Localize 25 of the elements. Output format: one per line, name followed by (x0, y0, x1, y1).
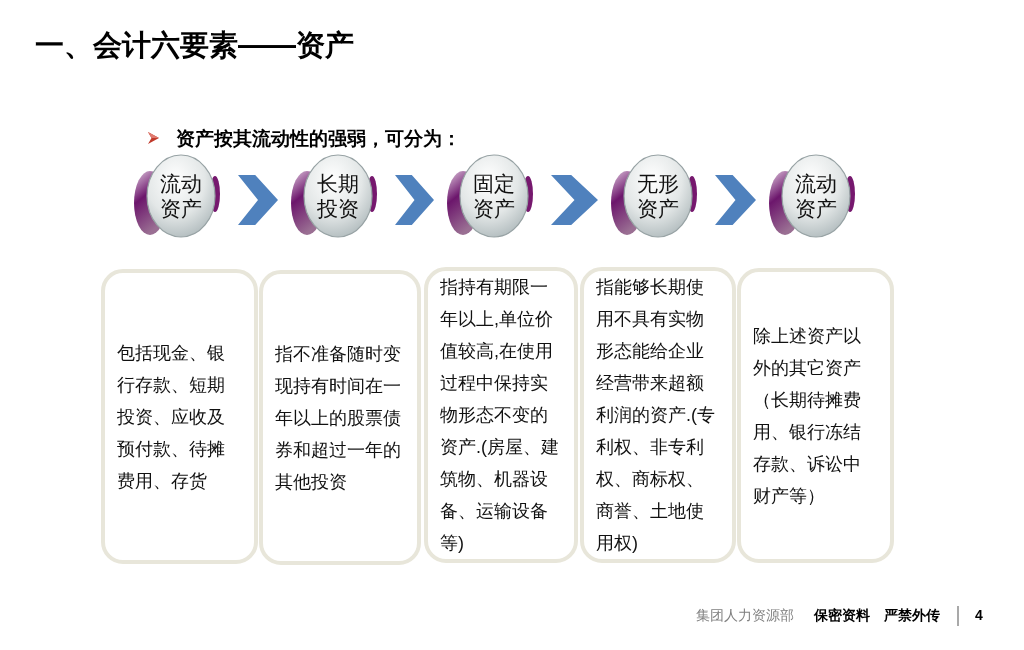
description-text: 除上述资产以外的其它资产（长期待摊费用、银行冻结存款、诉讼中财产等） (753, 324, 862, 508)
badge-label: 流动资产 (794, 171, 838, 221)
page-number: 4 (975, 606, 983, 624)
description-card (101, 269, 258, 564)
chevron-arrow (715, 175, 756, 225)
slide-title: 一、会计六要素——资产 (35, 28, 354, 63)
chevron-arrow (238, 175, 278, 225)
badge-label: 流动资产 (159, 171, 203, 221)
bullet-text: 资产按其流动性的强弱，可分为： (176, 127, 461, 151)
chevron-arrow (551, 175, 598, 225)
confidential-notice: 保密资料 (814, 606, 870, 624)
description-card (737, 268, 894, 563)
footer-text: 集团人力资源部 (696, 606, 794, 624)
description-card (424, 267, 578, 563)
description-card (580, 267, 736, 563)
description-card (259, 270, 421, 565)
description-text: 指不准备随时变现持有时间在一年以上的股票债券和超过一年的其他投资 (275, 342, 402, 494)
badge-label: 固定资产 (472, 171, 516, 221)
badge-label: 无形资产 (636, 171, 680, 221)
badge-label: 长期投资 (316, 171, 360, 221)
chevron-arrow (395, 175, 434, 225)
confidential-notice: 严禁外传 (884, 606, 940, 624)
description-text: 包括现金、银行存款、短期投资、应收及预付款、待摊费用、存货 (117, 341, 226, 493)
description-text: 指能够长期使用不具有实物形态能给企业经营带来超额利润的资产.(专利权、非专利权、商标权、商誉、土地使用权) (596, 276, 716, 555)
description-text: 指持有期限一年以上,单位价值较高,在使用过程中保持实物形态不变的资产.(房屋、建筑物、机器设备、运输设备等) (440, 276, 560, 555)
